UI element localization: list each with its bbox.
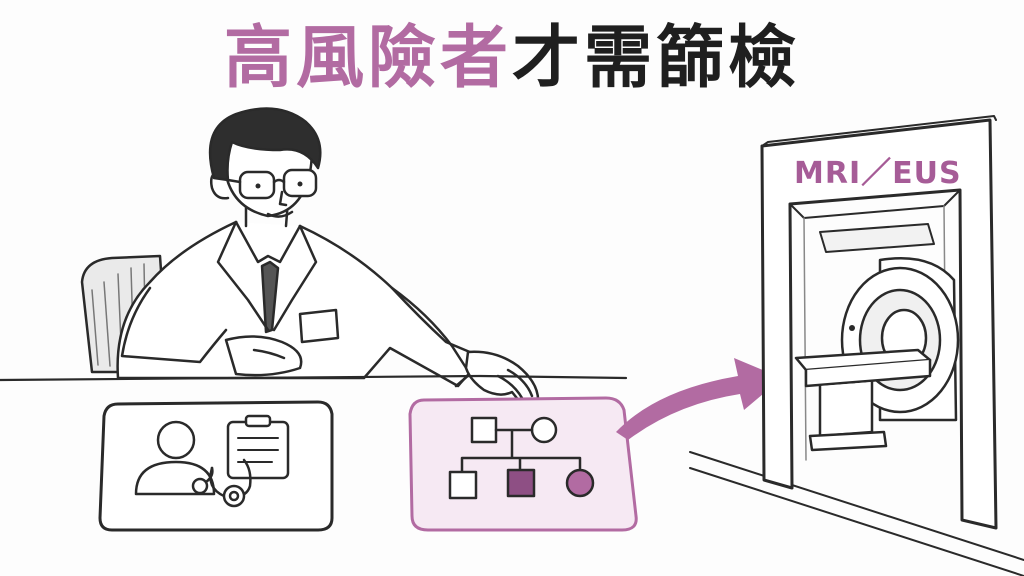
stethoscope-icon bbox=[191, 458, 252, 508]
arrow-icon bbox=[616, 358, 782, 440]
mri-scanner-icon bbox=[794, 256, 960, 452]
title-highlight: 高風險者 bbox=[223, 19, 512, 98]
family-tree-icon bbox=[448, 416, 595, 500]
floor-line bbox=[689, 467, 1024, 576]
title-rest: 才需篩檢 bbox=[512, 19, 801, 98]
clipboard-icon bbox=[226, 414, 290, 480]
page-title: 高風險者才需篩檢 bbox=[0, 14, 1024, 104]
family-history-card[interactable] bbox=[408, 396, 638, 532]
scanner-label: MRI／EUS bbox=[794, 156, 962, 191]
patient-info-card bbox=[98, 400, 334, 532]
desk-edge bbox=[0, 374, 628, 382]
floor-line bbox=[689, 451, 1024, 561]
doctor-figure bbox=[116, 107, 540, 408]
